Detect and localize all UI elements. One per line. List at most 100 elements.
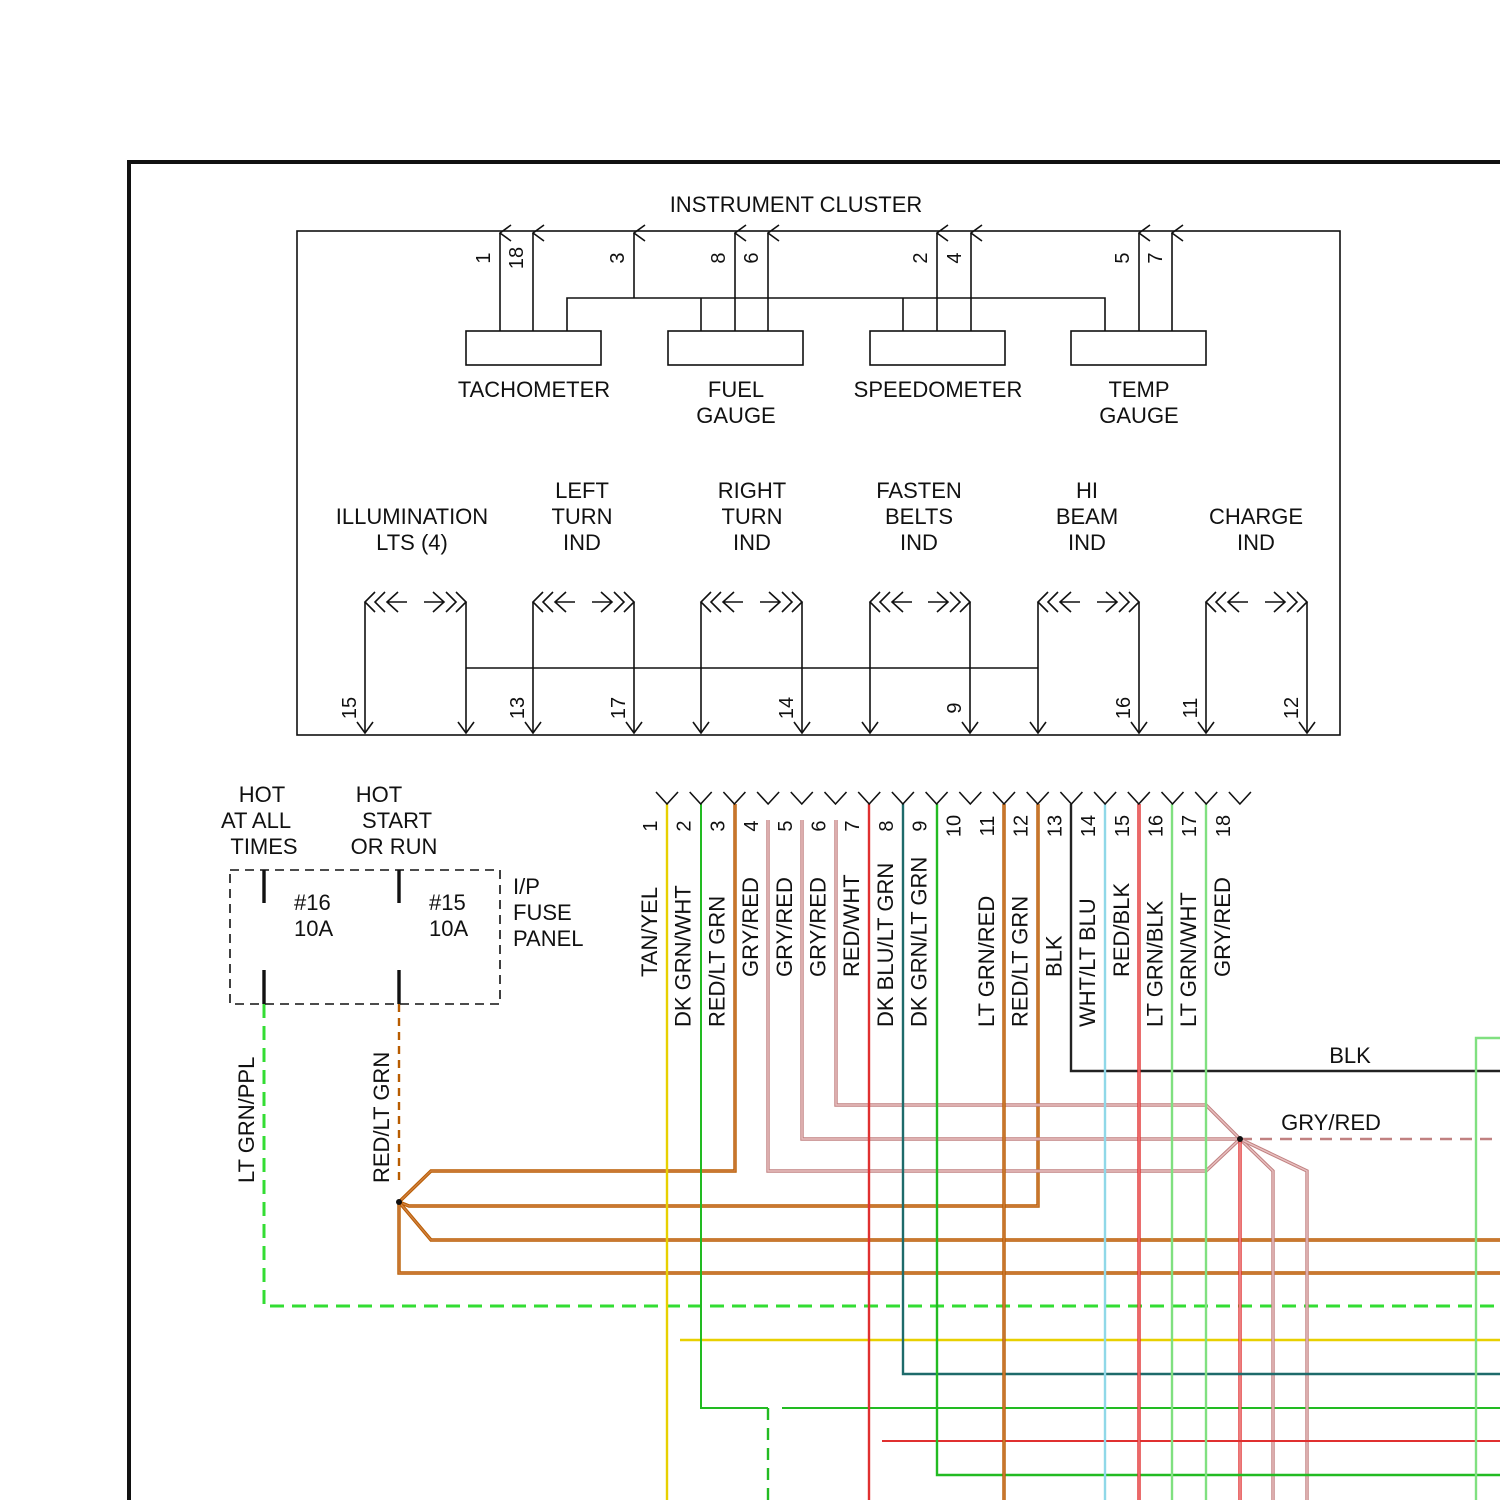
gauge-label: TEMP bbox=[1108, 377, 1169, 402]
connector-pin-number: 9 bbox=[910, 820, 932, 831]
connector-pin-number: 10 bbox=[943, 815, 965, 837]
connector-pin-number: 11 bbox=[977, 816, 999, 837]
connector-pin-arrow bbox=[959, 792, 981, 804]
hot-start-run-label: START bbox=[362, 808, 432, 833]
led-arrow-left bbox=[870, 592, 912, 612]
gauge-pin-number: 1 bbox=[473, 252, 495, 263]
gauge-pin-number: 6 bbox=[741, 252, 763, 263]
gauge-common-pin: 3 bbox=[607, 252, 629, 263]
fuse-panel-label: PANEL bbox=[513, 926, 584, 951]
connector-pin-number: 7 bbox=[842, 820, 864, 831]
wire-color-label: RED/LT GRN bbox=[704, 896, 729, 1027]
cluster-title: INSTRUMENT CLUSTER bbox=[670, 192, 923, 217]
indicator-pin: 16 bbox=[1113, 697, 1135, 719]
indicator-label: LEFT bbox=[555, 478, 609, 503]
wire-blk bbox=[1071, 804, 1500, 1071]
indicator-label: HI bbox=[1076, 478, 1098, 503]
wire-lt-grn-ppl bbox=[264, 1004, 1500, 1306]
led-arrow-right bbox=[592, 592, 634, 612]
indicator-pin: 11 bbox=[1180, 698, 1202, 719]
gauge-pin-number: 5 bbox=[1112, 252, 1134, 263]
indicator-label: CHARGE bbox=[1209, 504, 1303, 529]
indicator-label: IND bbox=[900, 530, 938, 555]
wire-color-label: GRY/RED bbox=[738, 877, 763, 977]
splice-dot bbox=[1237, 1136, 1243, 1142]
gauge-label: SPEEDOMETER bbox=[854, 377, 1023, 402]
led-arrow-right bbox=[424, 592, 466, 612]
connector-pin-number: 4 bbox=[741, 820, 763, 831]
indicator-label: LTS (4) bbox=[376, 530, 448, 555]
indicator-label: IND bbox=[563, 530, 601, 555]
label-blk: BLK bbox=[1329, 1043, 1371, 1068]
wire-color-label: BLK bbox=[1041, 935, 1066, 977]
hot-at-all-times-label: AT ALL bbox=[221, 808, 291, 833]
fuse-id: #15 bbox=[429, 890, 466, 915]
gauge-pin-number: 7 bbox=[1145, 252, 1167, 263]
led-arrow-left bbox=[533, 592, 575, 612]
connector-pin-number: 2 bbox=[674, 820, 696, 831]
gauge-box bbox=[668, 331, 803, 365]
wire-color-label: RED/LT GRN bbox=[1008, 896, 1033, 1027]
connector-pin-arrow bbox=[791, 792, 813, 804]
gauge-box bbox=[466, 331, 601, 365]
connector-pin-number: 6 bbox=[809, 820, 831, 831]
wire-color-label: RED/WHT bbox=[839, 874, 864, 977]
label-gry-red: GRY/RED bbox=[1281, 1110, 1381, 1135]
wire-color-label: DK GRN/WHT bbox=[671, 885, 696, 1027]
hot-start-run-label: OR RUN bbox=[351, 834, 438, 859]
splice-dot bbox=[396, 1199, 402, 1205]
connector-pin-arrow bbox=[858, 792, 880, 804]
gauge-box bbox=[1071, 331, 1206, 365]
connector-pin-number: 14 bbox=[1078, 815, 1100, 837]
gauge-pin-number: 4 bbox=[944, 252, 966, 263]
indicator-label: BEAM bbox=[1056, 504, 1118, 529]
wire-red-lt-grn-out2-stripe bbox=[399, 1202, 1500, 1273]
wire-color-label: DK GRN/LT GRN bbox=[907, 857, 932, 1027]
wire-color-label: LT GRN/BLK bbox=[1143, 900, 1168, 1027]
led-arrow-left bbox=[701, 592, 743, 612]
led-arrow-left bbox=[1038, 592, 1080, 612]
gauge-label: TACHOMETER bbox=[458, 377, 610, 402]
indicator-label: IND bbox=[1237, 530, 1275, 555]
connector-pin-arrow bbox=[1128, 792, 1150, 804]
wire-color-label: RED/BLK bbox=[1109, 883, 1134, 977]
indicator-label: IND bbox=[1068, 530, 1106, 555]
indicator-label: TURN bbox=[721, 504, 782, 529]
label-lt-grn-ppl: LT GRN/PPL bbox=[234, 1057, 259, 1183]
connector-pin-arrow bbox=[926, 792, 948, 804]
connector-pin-arrow bbox=[892, 792, 914, 804]
indicator-label: BELTS bbox=[885, 504, 953, 529]
indicator-label: TURN bbox=[551, 504, 612, 529]
connector-pin-number: 13 bbox=[1044, 815, 1066, 837]
connector-pin-arrow bbox=[656, 792, 678, 804]
connector-pin-number: 18 bbox=[1213, 815, 1235, 837]
connector-pin-number: 16 bbox=[1146, 815, 1168, 837]
connector-pin-arrow bbox=[1094, 792, 1116, 804]
indicator-pin: 12 bbox=[1281, 697, 1303, 719]
instrument-cluster: INSTRUMENT CLUSTER118TACHOMETER86FUELGAU… bbox=[297, 192, 1340, 735]
indicator-pin: 9 bbox=[944, 702, 966, 713]
led-arrow-left bbox=[1206, 592, 1248, 612]
connector-pin-number: 15 bbox=[1112, 815, 1134, 837]
wire-color-label: WHT/LT BLU bbox=[1075, 898, 1100, 1027]
led-arrow-left bbox=[365, 592, 407, 612]
connector-pin-number: 17 bbox=[1179, 815, 1201, 837]
connector-pin-arrow bbox=[993, 792, 1015, 804]
indicator-pin: 14 bbox=[776, 697, 798, 719]
wire-color-label: GRY/RED bbox=[806, 877, 831, 977]
indicator-label: ILLUMINATION bbox=[336, 504, 488, 529]
connector-pin-arrow bbox=[723, 792, 745, 804]
gauge-label: GAUGE bbox=[1099, 403, 1178, 428]
connector-pin-arrow bbox=[1229, 792, 1251, 804]
fuse-rating: 10A bbox=[429, 916, 468, 941]
connector-pin-arrow bbox=[1162, 792, 1184, 804]
wire-color-label: DK BLU/LT GRN bbox=[873, 863, 898, 1027]
wire-color-label: GRY/RED bbox=[772, 877, 797, 977]
cluster-outline bbox=[297, 231, 1340, 735]
connector-pin-arrow bbox=[825, 792, 847, 804]
led-arrow-right bbox=[760, 592, 802, 612]
connector-pin-arrow bbox=[1060, 792, 1082, 804]
connector-pin-arrow bbox=[1027, 792, 1049, 804]
